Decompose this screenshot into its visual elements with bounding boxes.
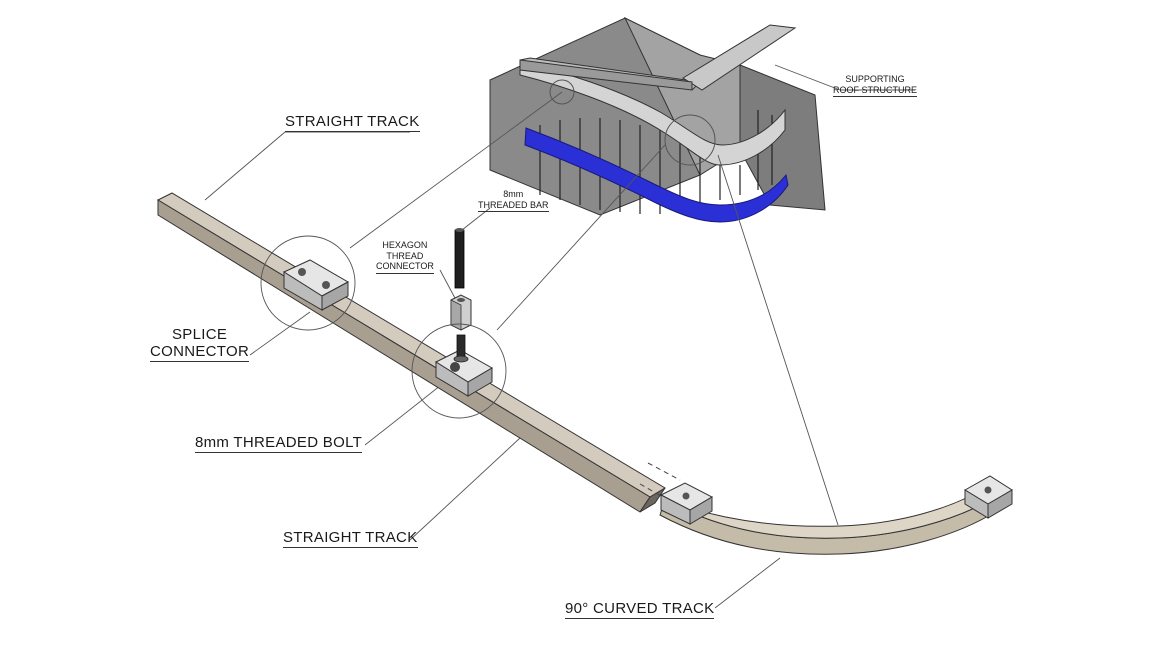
splice-connector-curved-left (659, 482, 714, 525)
label-threaded-bar: 8mm THREADED BAR (478, 189, 549, 212)
hexagon-thread-connector (450, 294, 472, 331)
alignment-dash (639, 462, 681, 501)
leader-lines (204, 64, 915, 609)
label-hex-line1: HEXAGON (382, 240, 428, 250)
label-straight-track-top: STRAIGHT TRACK (285, 113, 420, 132)
mounting-connector (434, 349, 494, 397)
threaded-bolt (453, 334, 469, 363)
label-splice-connector: SPLICE CONNECTOR (150, 326, 250, 362)
label-roof-line1: SUPPORTING (845, 74, 905, 84)
straight-track (156, 192, 666, 513)
label-threaded-bolt: 8mm THREADED BOLT (195, 434, 363, 453)
label-hex-line3: CONNECTOR (376, 261, 434, 274)
label-curved-track: 90° CURVED TRACK (565, 600, 715, 619)
splice-connector-curved-right (964, 475, 1013, 519)
label-splice-line2: CONNECTOR (150, 343, 250, 362)
threaded-bar (454, 228, 465, 289)
label-hexagon-connector: HEXAGON THREAD CONNECTOR (376, 240, 434, 274)
label-straight-track-bottom: STRAIGHT TRACK (283, 529, 418, 548)
label-roof-line2: ROOF STRUCTURE (833, 85, 917, 97)
label-roof-structure: SUPPORTING ROOF STRUCTURE (833, 74, 917, 97)
label-splice-line1: SPLICE (171, 326, 228, 343)
splice-connector-left (282, 259, 350, 311)
label-threaded-bar-line2: THREADED BAR (478, 200, 549, 212)
label-threaded-bar-line1: 8mm (503, 189, 524, 199)
detail-circles (260, 235, 507, 419)
label-hex-line2: THREAD (386, 250, 424, 261)
